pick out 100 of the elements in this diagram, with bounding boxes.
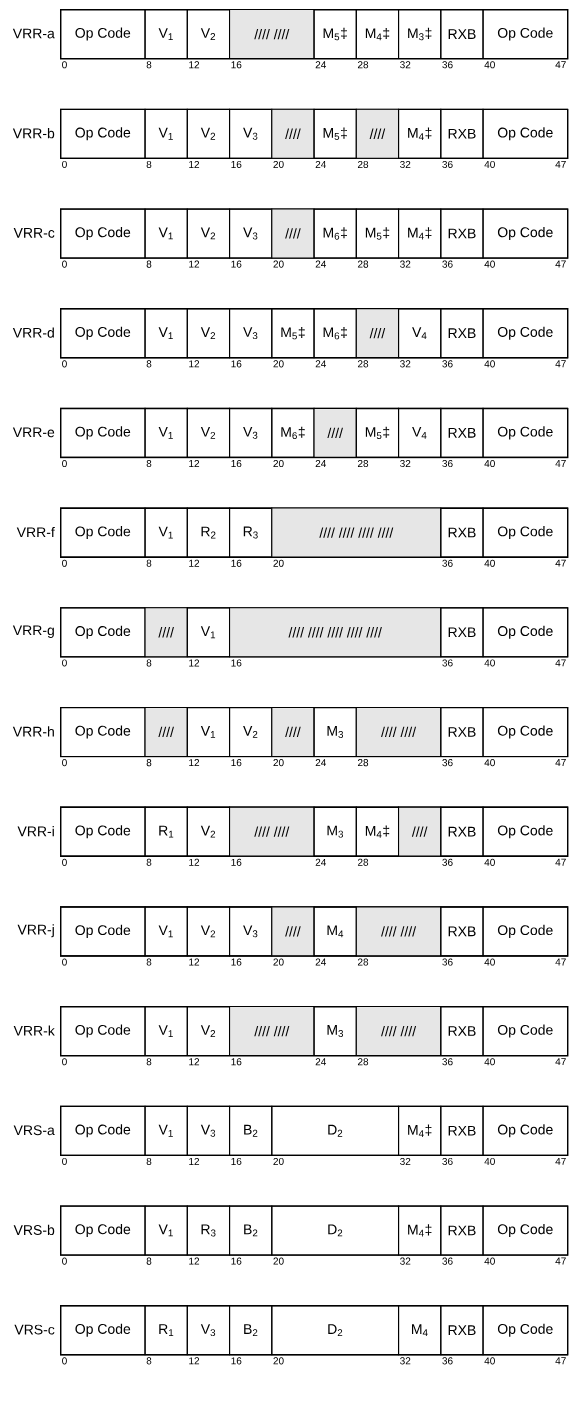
bit-number: 0	[62, 1058, 67, 1066]
reserved-field-box: ////	[355, 108, 400, 159]
reserved-field-box: //// ////	[229, 806, 315, 857]
bit-number: 32	[400, 1357, 411, 1365]
field-box: Op Code	[60, 507, 146, 558]
bit-number: 36	[442, 1157, 453, 1165]
bit-number: 47	[555, 858, 566, 866]
bit-number: 8	[146, 1157, 152, 1165]
field-box: V$_{4}$	[398, 407, 442, 458]
bit-number: 47	[555, 1257, 566, 1265]
bit-number: 12	[189, 759, 200, 767]
field-box: Op Code	[482, 806, 569, 857]
reserved-field-box: ////	[271, 706, 315, 757]
format-name: VRR-i	[17, 826, 54, 837]
bit-number: 0	[62, 759, 67, 767]
bit-number: 20	[273, 360, 284, 368]
field-box: Op Code	[60, 407, 146, 458]
field-box: RXB	[440, 1205, 484, 1256]
field-box: M$_{4}$‡	[398, 108, 442, 159]
field-box: Op Code	[60, 308, 146, 359]
bit-number: 0	[62, 61, 67, 69]
bit-number: 32	[400, 61, 411, 69]
bit-number: 40	[484, 260, 495, 268]
field-box: Op Code	[482, 607, 569, 658]
bit-number: 36	[442, 1058, 453, 1066]
field-box: V$_{2}$	[186, 208, 231, 259]
bit-number: 36	[442, 360, 453, 368]
field-box: Op Code	[482, 1205, 569, 1256]
reserved-field-box: //// ////	[355, 706, 442, 757]
bit-number: 12	[189, 61, 200, 69]
field-box: M$_{6}$‡	[313, 208, 357, 259]
bit-number: 36	[442, 659, 453, 667]
bit-number: 12	[189, 858, 200, 866]
bit-number: 0	[62, 958, 67, 966]
bit-number: 8	[146, 360, 152, 368]
field-box: V$_{2}$	[186, 906, 231, 957]
field-box: V$_{2}$	[186, 108, 231, 159]
bit-number: 12	[189, 958, 200, 966]
field-box: M$_{4}$	[398, 1305, 442, 1356]
bit-number: 28	[357, 61, 369, 69]
field-box: V$_{1}$	[144, 9, 188, 60]
bit-number: 36	[442, 160, 453, 168]
bit-number: 40	[484, 160, 495, 168]
field-box: M$_{4}$‡	[398, 1205, 442, 1256]
bit-number: 24	[315, 61, 327, 69]
field-box: D$_{2}$	[271, 1305, 400, 1356]
bit-number: 28	[357, 460, 369, 468]
reserved-field-box: //// ////	[355, 1006, 442, 1057]
bit-number: 16	[231, 559, 242, 567]
reserved-field-box: //// ////	[229, 9, 315, 60]
reserved-field-box: //// //// //// ////	[271, 507, 442, 558]
bit-number: 8	[146, 759, 152, 767]
bit-number: 24	[315, 460, 327, 467]
format-name: VRR-d	[12, 327, 54, 338]
bit-number: 47	[555, 61, 566, 69]
bit-number: 40	[484, 759, 495, 767]
bit-number: 32	[400, 360, 411, 368]
bit-number: 0	[62, 858, 67, 866]
bit-number: 36	[442, 958, 453, 966]
field-box: RXB	[440, 9, 484, 60]
format-name: VRR-f	[16, 526, 55, 538]
field-box: V$_{2}$	[186, 407, 231, 458]
bit-number: 0	[62, 460, 67, 468]
field-box: B$_{2}$	[229, 1105, 273, 1156]
bit-number: 0	[62, 1257, 67, 1265]
bit-number: 16	[231, 360, 242, 368]
bit-number: 32	[400, 1157, 411, 1165]
field-box: Op Code	[482, 407, 569, 458]
bit-number: 12	[189, 1058, 200, 1066]
bit-number: 16	[231, 1058, 242, 1066]
field-box: Op Code	[60, 906, 146, 957]
bit-number: 12	[189, 160, 200, 168]
bit-number: 16	[231, 1257, 242, 1265]
bit-number: 47	[555, 1157, 566, 1165]
bit-number: 36	[442, 460, 453, 468]
bit-number: 8	[146, 1058, 152, 1066]
bit-number: 16	[231, 958, 242, 966]
field-box: M$_{5}$‡	[271, 308, 315, 359]
field-box: B$_{2}$	[229, 1305, 273, 1356]
field-box: D$_{2}$	[271, 1105, 400, 1156]
field-box: M$_{3}$	[313, 806, 357, 857]
field-box: V$_{3}$	[229, 308, 273, 359]
field-box: Op Code	[60, 1305, 146, 1356]
bit-number: 8	[146, 659, 152, 667]
bit-number: 12	[189, 460, 200, 467]
reserved-field-box: ////	[271, 906, 315, 957]
bit-number: 40	[484, 858, 495, 866]
bit-number: 40	[484, 61, 495, 69]
reserved-field-box: ////	[144, 607, 188, 658]
field-box: Op Code	[482, 706, 569, 757]
format-name: VRR-e	[12, 427, 55, 438]
bit-number: 40	[484, 659, 495, 667]
bit-number: 20	[273, 759, 284, 767]
field-box: V$_{1}$	[144, 407, 188, 458]
field-box: V$_{1}$	[144, 1105, 188, 1156]
field-box: Op Code	[482, 1105, 569, 1156]
bit-number: 47	[555, 958, 566, 966]
bit-number: 20	[273, 1157, 284, 1165]
bit-number: 8	[146, 559, 152, 567]
field-box: Op Code	[482, 1006, 569, 1057]
